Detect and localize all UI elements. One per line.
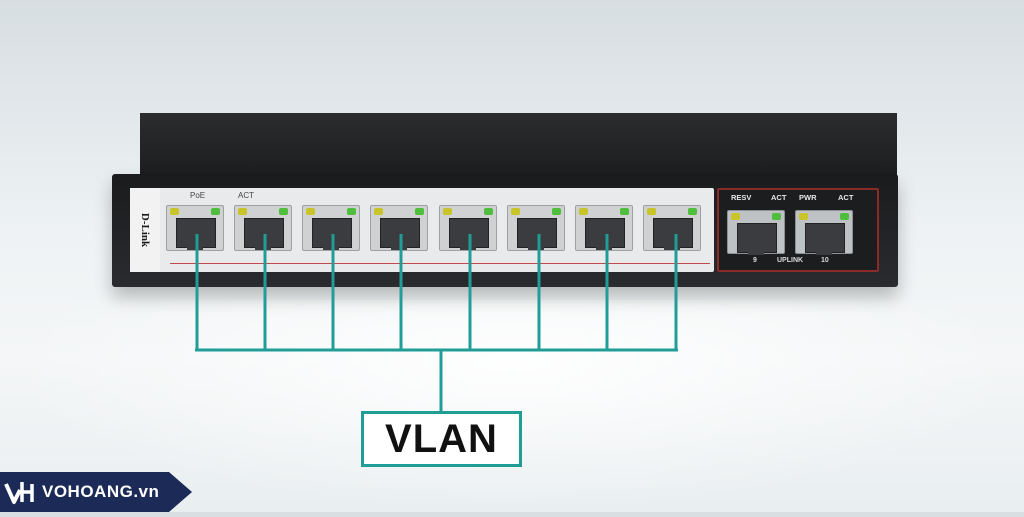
watermark-text: VOHOANG.vn xyxy=(42,482,160,501)
act-label-pwr: ACT xyxy=(838,193,854,202)
ethernet-port-3[interactable] xyxy=(302,205,360,251)
led-icon xyxy=(772,213,781,220)
rj45-socket-icon xyxy=(737,223,777,253)
led-icon xyxy=(279,208,288,215)
brand-strip: D-Link xyxy=(130,188,160,272)
port-panel: D-Link PoE ACT xyxy=(130,188,714,272)
poe-label: PoE xyxy=(190,191,206,200)
led-icon xyxy=(170,208,179,215)
network-switch: D-Link PoE ACT RESV ACT PWR ACT 9 UPLINK… xyxy=(112,174,898,287)
led-icon xyxy=(799,213,808,220)
resv-label: RESV xyxy=(731,193,752,202)
led-icon xyxy=(443,208,452,215)
panel-divider xyxy=(170,263,710,264)
led-icon xyxy=(688,208,697,215)
rj45-socket-icon xyxy=(517,218,557,248)
ethernet-port-2[interactable] xyxy=(234,205,292,251)
led-icon xyxy=(347,208,356,215)
led-icon xyxy=(647,208,656,215)
watermark-logo: VOHOANG.vn xyxy=(0,472,192,512)
led-icon xyxy=(415,208,424,215)
led-icon xyxy=(484,208,493,215)
led-icon xyxy=(306,208,315,215)
led-icon xyxy=(238,208,247,215)
led-icon xyxy=(511,208,520,215)
vohoang-logo-icon xyxy=(0,472,42,512)
uplink-label: UPLINK xyxy=(777,257,804,264)
led-icon xyxy=(840,213,849,220)
ethernet-port-7[interactable] xyxy=(575,205,633,251)
rj45-socket-icon xyxy=(585,218,625,248)
uplink-port-9[interactable] xyxy=(727,210,785,255)
led-icon xyxy=(731,213,740,220)
led-icon xyxy=(211,208,220,215)
ethernet-port-6[interactable] xyxy=(507,205,565,251)
vlan-label: VLAN xyxy=(385,416,498,461)
led-icon xyxy=(552,208,561,215)
ethernet-port-4[interactable] xyxy=(370,205,428,251)
led-icon xyxy=(374,208,383,215)
rj45-socket-icon xyxy=(805,223,845,253)
ethernet-port-8[interactable] xyxy=(643,205,701,251)
pwr-label: PWR xyxy=(799,193,817,202)
port-9-label: 9 xyxy=(753,257,757,264)
led-icon xyxy=(579,208,588,215)
act-label-right: ACT xyxy=(771,193,787,202)
port-10-label: 10 xyxy=(821,257,829,264)
uplink-port-10[interactable] xyxy=(795,210,853,255)
uplink-panel: RESV ACT PWR ACT 9 UPLINK 10 xyxy=(717,188,879,272)
vlan-label-box: VLAN xyxy=(361,411,522,467)
act-label: ACT xyxy=(238,191,254,200)
led-icon xyxy=(620,208,629,215)
switch-top-surface xyxy=(140,113,897,175)
